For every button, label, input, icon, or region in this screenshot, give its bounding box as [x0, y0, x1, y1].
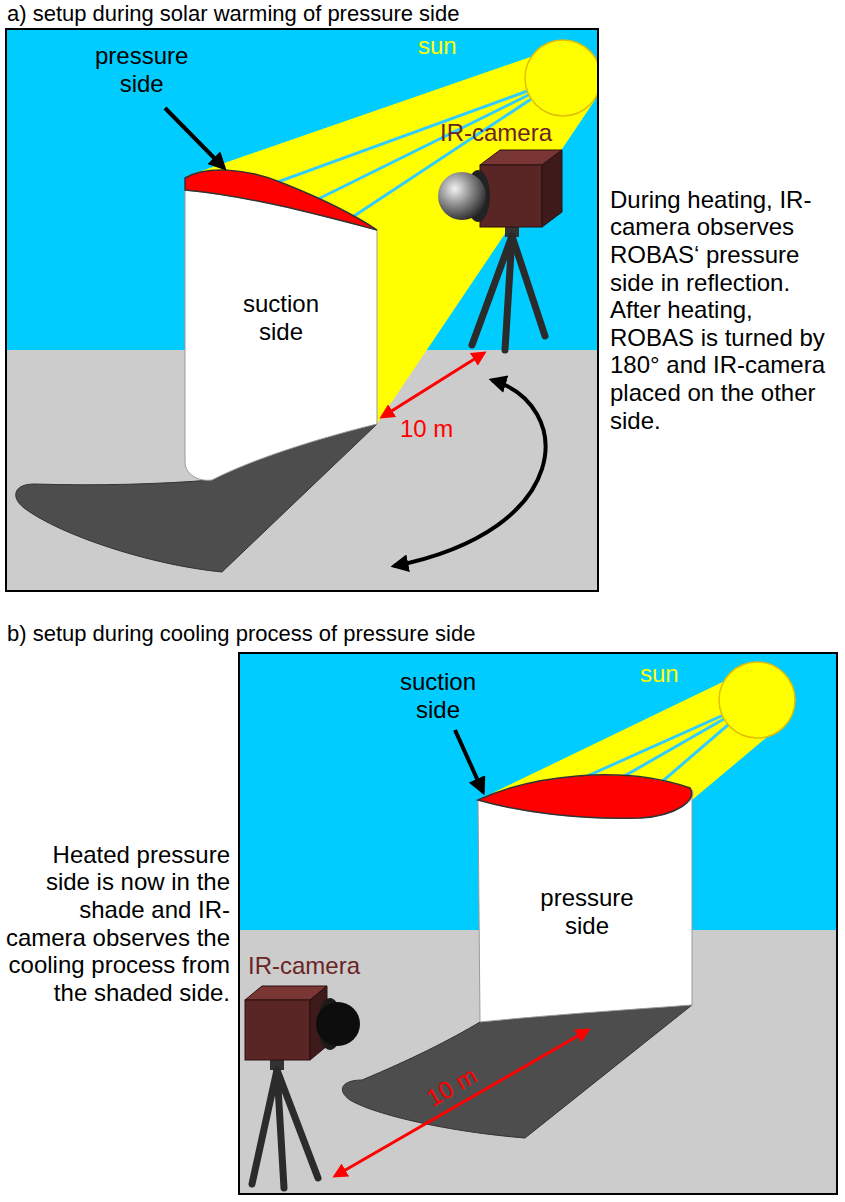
rotation-arrow	[394, 380, 545, 566]
camera-body	[245, 1000, 310, 1060]
blade-face-box: suction side	[221, 286, 341, 349]
panel-frame: a) setup during solar warming of pressur…	[5, 28, 599, 592]
camera-body	[542, 150, 562, 227]
distance-arrow	[335, 1030, 588, 1176]
note-text: Heated pressure side is now in the shade…	[5, 841, 230, 1007]
panel-heading: b) setup during cooling process of press…	[7, 621, 475, 646]
callout-label: suction side	[400, 668, 476, 723]
camera-label: IR-camera	[248, 952, 360, 980]
sun-symbol	[525, 40, 599, 116]
distance-arrow	[382, 353, 484, 417]
blade-top	[185, 170, 377, 230]
blade-face	[185, 190, 377, 480]
callout-label: pressure side	[95, 42, 188, 97]
panel-heading: a) setup during solar warming of pressur…	[7, 1, 459, 26]
distance-label: 10 m	[400, 415, 453, 443]
camera-lens	[438, 172, 486, 220]
tripod-leg	[277, 1070, 318, 1178]
sun-label: sun	[640, 660, 679, 688]
scene-b	[238, 652, 838, 1195]
tripod-leg	[512, 236, 545, 336]
blade-face-label: suction side	[225, 290, 337, 345]
panel-frame: b) setup during cooling process of press…	[238, 652, 838, 1195]
blade-face-box: pressure side	[527, 880, 647, 943]
tripod-leg	[252, 1070, 277, 1184]
note-text: During heating, IR-camera observes ROBAS…	[610, 186, 840, 434]
scene-a	[5, 28, 599, 592]
pointer-arrow	[455, 730, 483, 792]
sun-symbol	[719, 662, 795, 738]
camera-lens	[316, 1002, 360, 1046]
sun-label: sun	[418, 32, 457, 60]
pointer-arrow	[165, 108, 224, 168]
blade-top	[478, 775, 692, 818]
blade-face-label: pressure side	[531, 884, 643, 939]
tripod-leg	[505, 236, 512, 350]
blade-face	[478, 790, 693, 1022]
camera-label: IR-camera	[440, 119, 552, 147]
